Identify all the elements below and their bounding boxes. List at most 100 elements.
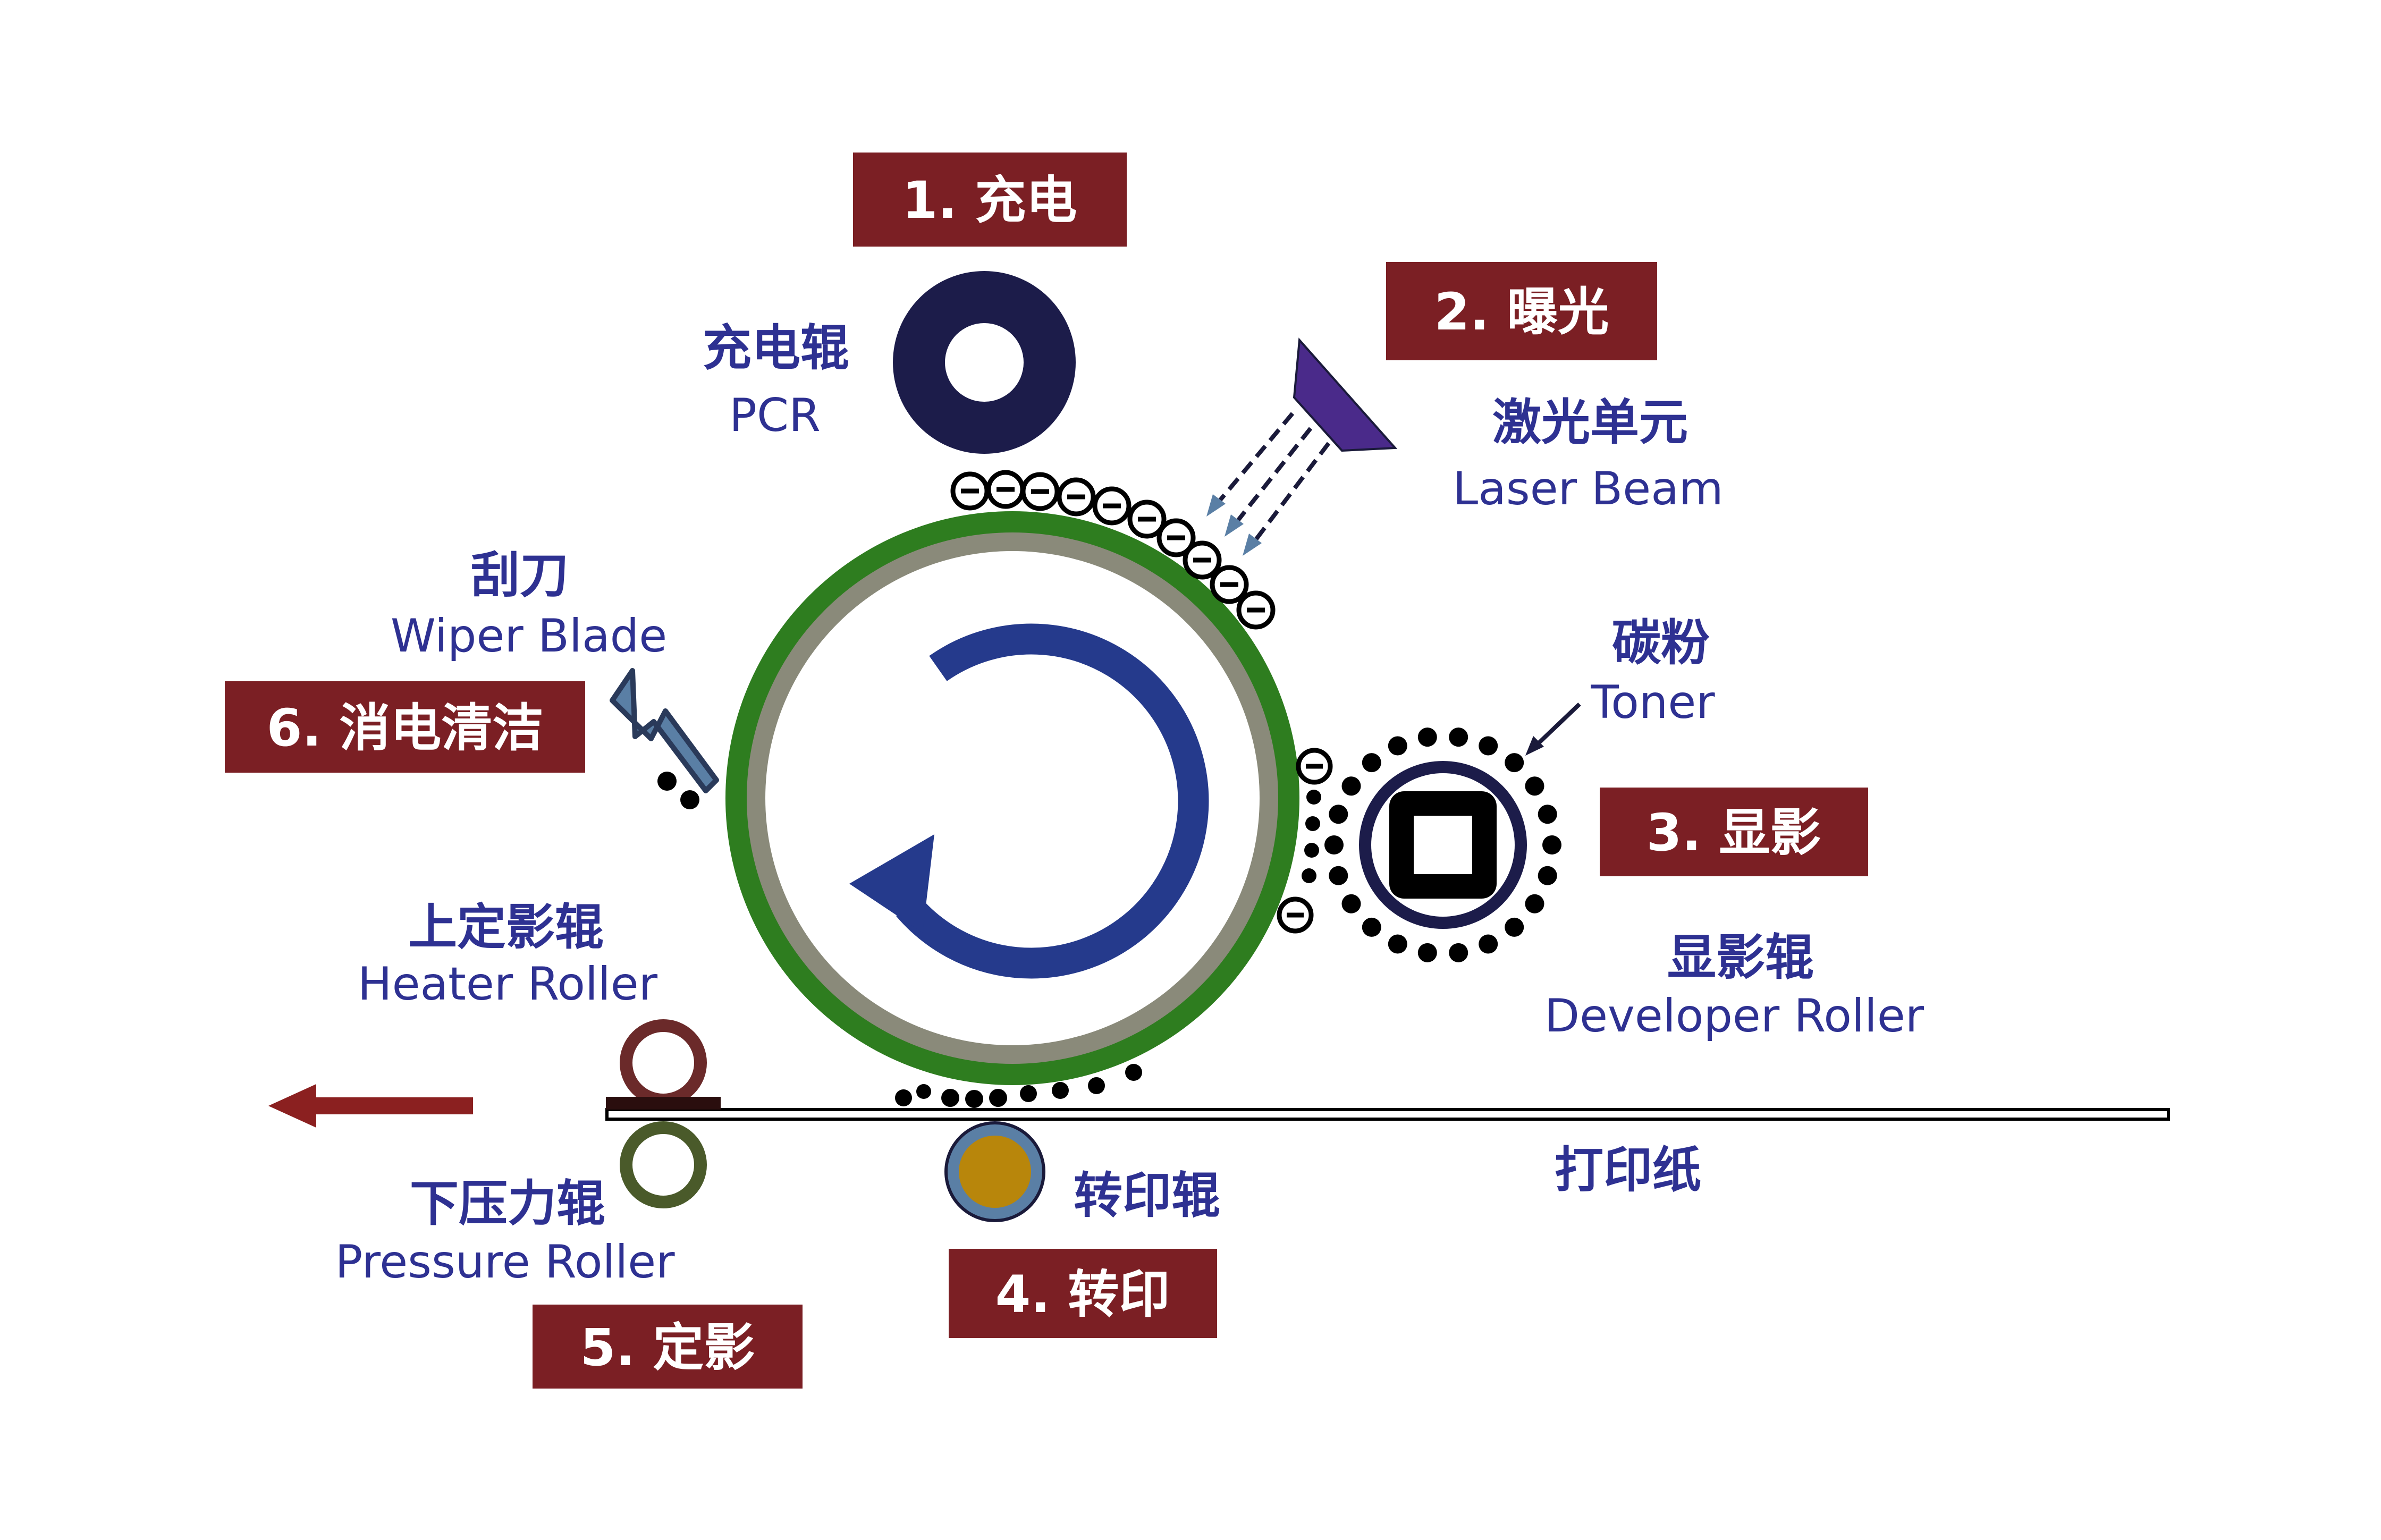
- charge-icon: [1277, 896, 1314, 934]
- toner-particles: [1324, 727, 1561, 962]
- toner-particle: [1341, 894, 1361, 913]
- step-clean-text: 6. 消电清洁: [267, 698, 544, 758]
- laser-unit: [1206, 337, 1398, 556]
- heater-cn-label: 上定影辊: [408, 899, 604, 956]
- step-transfer-box: 4. 转印: [949, 1249, 1217, 1338]
- wiper-blade-icon: [610, 668, 719, 793]
- fuser-unit: [606, 1019, 721, 1208]
- charge-icon: [1156, 518, 1196, 557]
- charge-icon: [986, 470, 1025, 509]
- toner-dot: [941, 1089, 959, 1107]
- step-develop-text: 3. 显影: [1647, 803, 1821, 862]
- step-expose-box: 2. 曝光: [1386, 262, 1657, 360]
- toner-dot: [1088, 1077, 1105, 1094]
- transfer-roller: [944, 1121, 1045, 1222]
- toner-particle: [1329, 866, 1348, 885]
- laser-emitter-icon: [1293, 337, 1398, 452]
- step-charge-box: 1. 充电: [853, 153, 1127, 247]
- fuser-nip-plate: [606, 1097, 721, 1110]
- toner-particle: [1341, 776, 1361, 796]
- step-develop-box: 3. 显影: [1600, 788, 1868, 876]
- charge-icon: [1236, 590, 1276, 630]
- charge-icon: [1057, 477, 1096, 517]
- laser-cn-label: 激光单元: [1492, 394, 1688, 451]
- wiper-en-label: Wiper Blade: [391, 610, 667, 663]
- pcr-en-label: PCR: [729, 389, 821, 442]
- waste-toner-dot: [680, 790, 699, 809]
- toner-particle: [1324, 835, 1344, 854]
- charging-roller-pcr: [893, 271, 1076, 454]
- heater-roller: [620, 1019, 707, 1106]
- negative-charges-right: [1277, 748, 1333, 934]
- toner-dot: [916, 1084, 931, 1099]
- toner-particle: [1505, 753, 1524, 773]
- transfer-roller-cn-label: 转印辊: [1074, 1167, 1220, 1224]
- charge-icon: [1210, 565, 1249, 604]
- toner-particle: [1538, 805, 1557, 824]
- developer-core-hole: [1414, 816, 1472, 874]
- toner-dot: [1020, 1085, 1037, 1102]
- toner-dot: [1305, 816, 1320, 831]
- charge-icon: [1020, 472, 1060, 511]
- paper-cn-label: 打印纸: [1555, 1142, 1701, 1199]
- step-fuse-box: 5. 定影: [533, 1305, 803, 1389]
- toner-particle: [1542, 835, 1561, 854]
- toner-particle: [1388, 934, 1407, 954]
- developer-roller: [1359, 761, 1527, 929]
- toner-dot: [965, 1090, 983, 1108]
- rotation-arrow-icon: [849, 623, 1209, 979]
- toner-particle: [1525, 776, 1544, 796]
- toner-particle: [1417, 727, 1437, 747]
- negative-charges-top: [950, 470, 1276, 630]
- charge-icon: [1296, 748, 1333, 785]
- toner-particle: [1362, 753, 1381, 773]
- step-fuse-text: 5. 定影: [580, 1318, 755, 1377]
- laser-arrowheads: [1206, 494, 1262, 556]
- photosensitive-drum: [725, 511, 1299, 1085]
- toner-dot: [1125, 1064, 1142, 1081]
- wiper-blade: [610, 668, 719, 809]
- toner-particle: [1525, 894, 1544, 913]
- step-charge-text: 1. 充电: [902, 171, 1077, 230]
- laser-beams: [1215, 412, 1331, 545]
- toner-dot: [1304, 843, 1319, 858]
- toner-on-paper: [895, 1064, 1142, 1108]
- charge-icon: [1127, 500, 1167, 539]
- toner-pointer-arrow: [1525, 703, 1581, 756]
- pressure-en-label: Pressure Roller: [335, 1236, 675, 1289]
- waste-toner-dot: [657, 772, 677, 791]
- printing-paper: [605, 1108, 2170, 1121]
- toner-dot: [1306, 790, 1321, 805]
- toner-dot: [895, 1089, 912, 1106]
- charge-icon: [950, 471, 990, 511]
- paper-exit-arrow-icon: [268, 1084, 473, 1128]
- wiper-cn-label: 刮刀: [471, 547, 569, 604]
- developer-en-label: Developer Roller: [1544, 989, 1924, 1043]
- toner-dot: [1302, 868, 1316, 883]
- toner-particle: [1449, 727, 1468, 747]
- laser-en-label: Laser Beam: [1453, 462, 1723, 515]
- toner-cn-label: 碳粉: [1612, 615, 1710, 672]
- toner-particle: [1479, 934, 1498, 954]
- toner-particle: [1538, 866, 1557, 885]
- toner-particle: [1329, 805, 1348, 824]
- toner-dot: [989, 1089, 1007, 1107]
- toner-particle: [1362, 917, 1381, 937]
- developer-cn-label: 显影辊: [1667, 929, 1814, 986]
- toner-dot: [1052, 1082, 1069, 1099]
- step-expose-text: 2. 曝光: [1434, 282, 1609, 342]
- toner-particle: [1388, 736, 1407, 756]
- toner-particle: [1479, 736, 1498, 756]
- toner-particle: [1449, 943, 1468, 962]
- charge-icon: [1183, 540, 1222, 580]
- charge-icon: [1092, 486, 1132, 526]
- pressure-roller: [620, 1121, 707, 1208]
- toner-particle: [1417, 943, 1437, 962]
- toner-particle: [1505, 917, 1524, 937]
- pressure-cn-label: 下压力辊: [410, 1175, 605, 1232]
- transfer-roller-core: [959, 1136, 1031, 1208]
- step-clean-box: 6. 消电清洁: [225, 681, 585, 773]
- heater-en-label: Heater Roller: [358, 958, 658, 1011]
- pcr-hole: [945, 323, 1024, 402]
